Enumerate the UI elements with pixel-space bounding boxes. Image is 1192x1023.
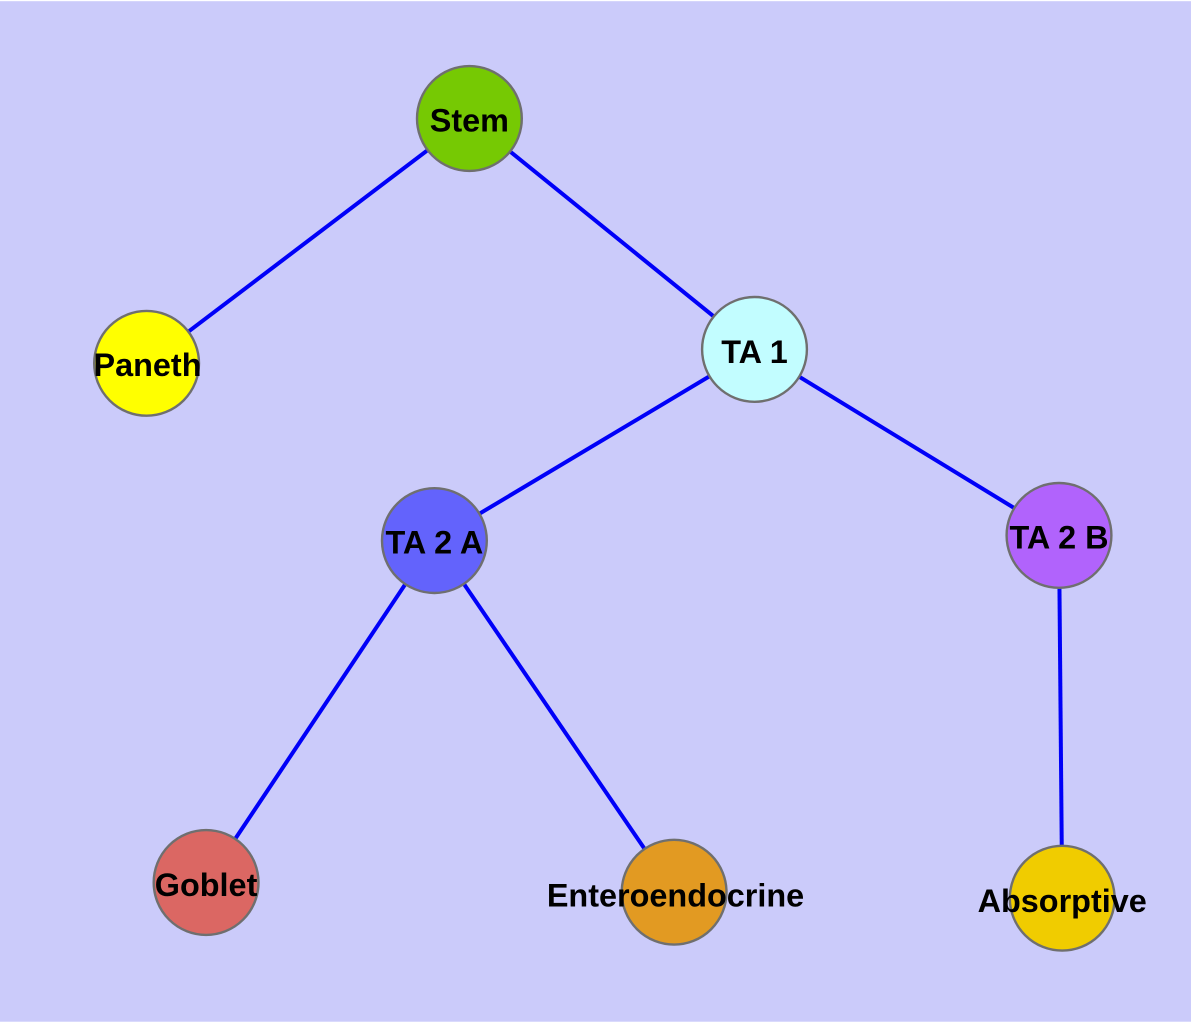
svg-text:Paneth: Paneth — [94, 347, 202, 383]
svg-text:Absorptive: Absorptive — [978, 883, 1147, 919]
svg-text:TA 1: TA 1 — [721, 334, 788, 370]
svg-text:TA 2 A: TA 2 A — [386, 525, 484, 561]
svg-text:Goblet: Goblet — [155, 867, 258, 903]
svg-text:TA 2 B: TA 2 B — [1010, 519, 1109, 555]
svg-text:Enteroendocrine: Enteroendocrine — [547, 877, 804, 913]
svg-text:Stem: Stem — [430, 103, 509, 139]
